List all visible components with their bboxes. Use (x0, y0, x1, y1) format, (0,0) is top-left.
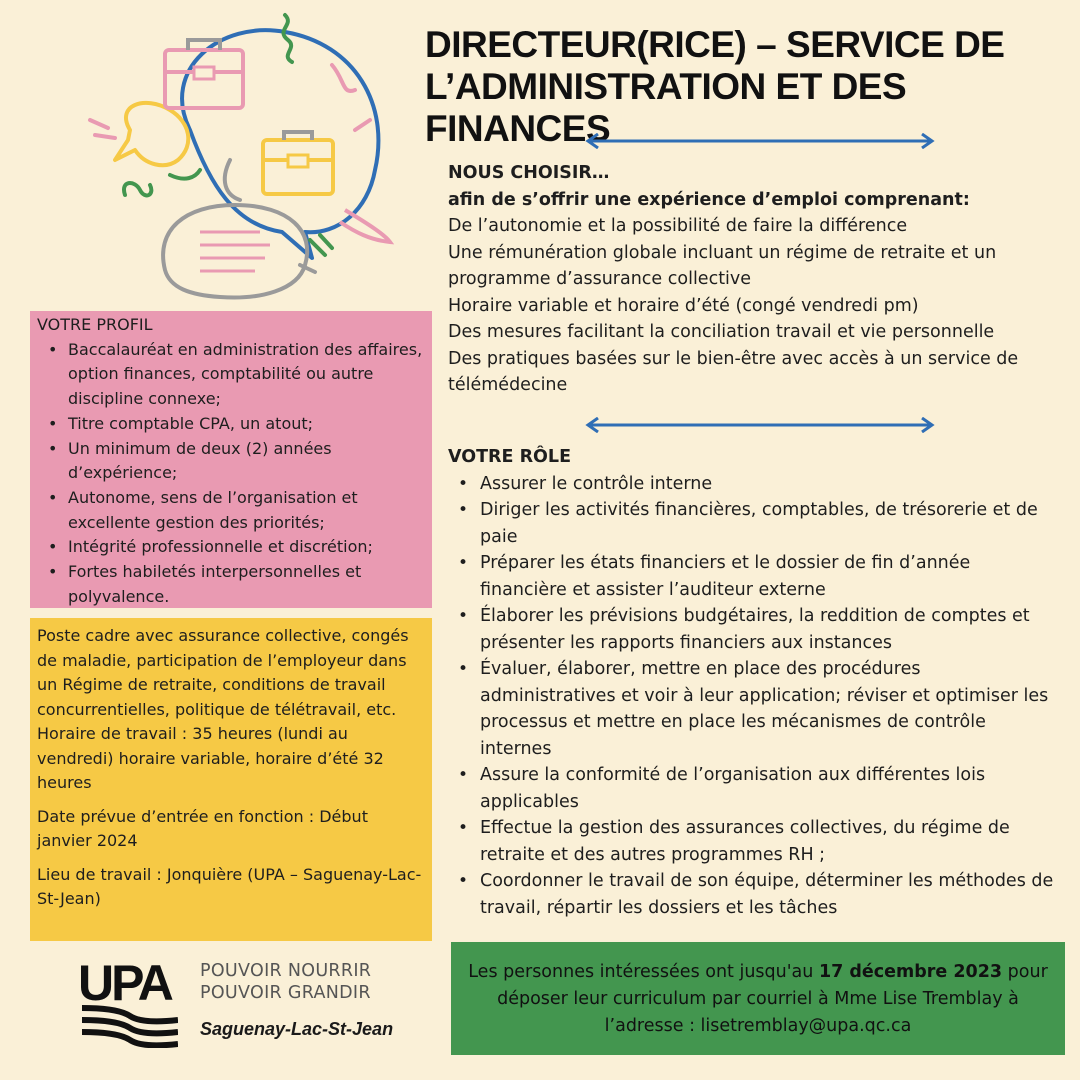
votre-role-section: VOTRE RÔLE Assurer le contrôle interne D… (448, 444, 1058, 921)
upa-logo: UPA (78, 958, 178, 1048)
briefcase-icon (261, 130, 335, 196)
conditions-lieu: Lieu de travail : Jonquière (UPA – Sague… (37, 864, 422, 909)
votre-profil-heading: VOTRE PROFIL (37, 315, 153, 334)
double-arrow-icon (585, 417, 935, 433)
contact-text-after: pour déposer leur curriculum par courrie… (497, 962, 1048, 1036)
votre-profil-box: VOTRE PROFIL Baccalauréat en administrat… (30, 311, 432, 608)
briefcase-icon (163, 38, 245, 110)
profile-list: Baccalauréat en administration des affai… (37, 338, 426, 610)
list-item: Assure la conformité de l’organisation a… (448, 762, 1058, 815)
list-item: Évaluer, élaborer, mettre en place des p… (448, 656, 1058, 762)
list-item: Assurer le contrôle interne (448, 471, 1058, 498)
list-item: Baccalauréat en administration des affai… (37, 338, 426, 412)
list-item: Titre comptable CPA, un atout; (37, 412, 426, 437)
double-arrow-icon (585, 133, 935, 149)
logo-text: UPA (78, 958, 173, 1011)
advantage-line: Horaire variable et horaire d’été (congé… (448, 295, 919, 316)
advantage-line: Des pratiques basées sur le bien-être av… (448, 348, 1019, 396)
list-item: Préparer les états financiers et le doss… (448, 550, 1058, 603)
advantage-line: Des mesures facilitant la conciliation t… (448, 322, 995, 342)
list-item: Effectue la gestion des assurances colle… (448, 815, 1058, 868)
advantage-line: Une rémunération globale incluant un rég… (448, 242, 997, 290)
nous-choisir-section: NOUS CHOISIR… afin de s’offrir une expér… (448, 160, 1053, 399)
contact-text-before: Les personnes intéressées ont jusqu'au (468, 962, 819, 982)
list-item: Un minimum de deux (2) années d’expérien… (37, 437, 426, 486)
list-item: Coordonner le travail de son équipe, dét… (448, 868, 1058, 921)
region-name: Saguenay-Lac-St-Jean (200, 1019, 394, 1039)
votre-role-heading: VOTRE RÔLE (448, 447, 572, 467)
page-title: DIRECTEUR(RICE) – SERVICE DE L’ADMINISTR… (425, 24, 1075, 150)
title-line-2: L’ADMINISTRATION ET DES FINANCES (425, 66, 907, 149)
slogan: POUVOIR NOURRIR POUVOIR GRANDIR (200, 960, 371, 1004)
role-list: Assurer le contrôle interne Diriger les … (448, 471, 1058, 922)
title-line-1: DIRECTEUR(RICE) – SERVICE DE (425, 24, 1005, 65)
list-item: Autonome, sens de l’organisation et exce… (37, 486, 426, 535)
nous-choisir-subheading: afin de s’offrir une expérience d’emploi… (448, 189, 970, 210)
conditions-date: Date prévue d’entrée en fonction : Début… (37, 806, 368, 851)
list-item: Intégrité professionnelle et discrétion; (37, 535, 426, 560)
contact-box: Les personnes intéressées ont jusqu'au 1… (451, 942, 1065, 1055)
list-item: Élaborer les prévisions budgétaires, la … (448, 603, 1058, 656)
nous-choisir-heading: NOUS CHOISIR… (448, 163, 610, 183)
list-item: Fortes habiletés interpersonnelles et po… (37, 560, 426, 609)
slogan-line-2: POUVOIR GRANDIR (200, 983, 371, 1003)
conditions-box: Poste cadre avec assurance collective, c… (30, 618, 432, 941)
list-item: Diriger les activités financières, compt… (448, 497, 1058, 550)
deadline-date: 17 décembre 2023 (818, 962, 1003, 982)
slogan-line-1: POUVOIR NOURRIR (200, 961, 372, 981)
conditions-poste: Poste cadre avec assurance collective, c… (37, 626, 409, 719)
conditions-horaire: Horaire de travail : 35 heures (lundi au… (37, 724, 384, 792)
advantage-line: De l’autonomie et la possibilité de fair… (448, 216, 908, 236)
speech-bubble-illustration (88, 13, 395, 300)
